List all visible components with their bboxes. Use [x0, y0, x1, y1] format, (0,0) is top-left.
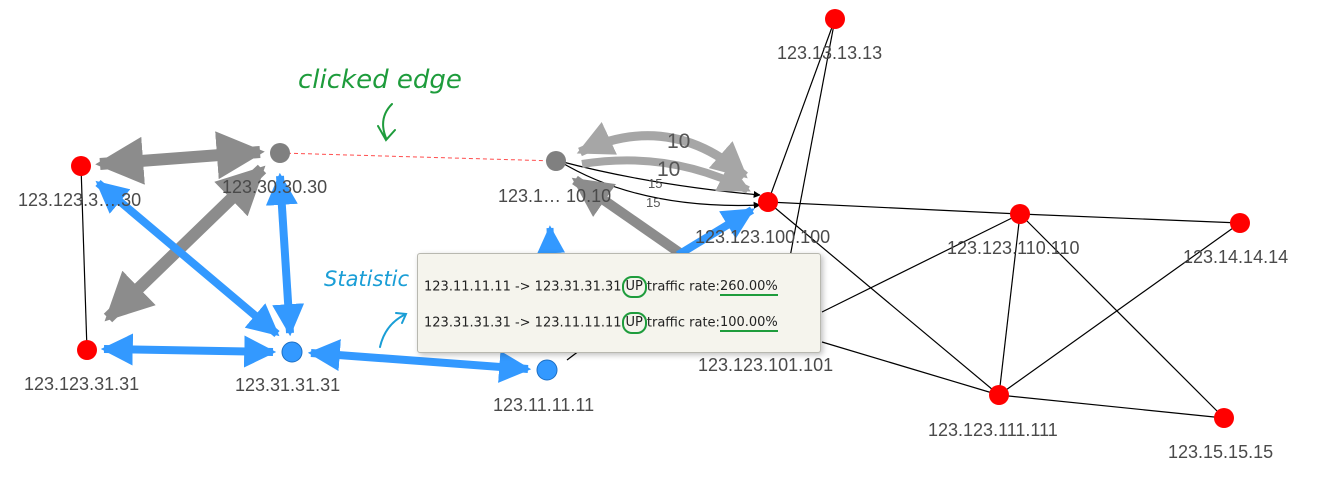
- link[interactable]: [265, 172, 305, 337]
- edge-label: 15: [648, 176, 662, 191]
- blue-links: [95, 172, 755, 383]
- node-label: 123.123.3….30: [18, 190, 141, 210]
- rate-label: traffic rate:: [646, 279, 720, 295]
- link[interactable]: [821, 213, 1021, 313]
- annotation-arrow-icon: [377, 103, 396, 142]
- edge-label: 10: [667, 130, 690, 153]
- node-label: 123.15.15.15: [1168, 442, 1273, 462]
- rate-value: 100.00%: [719, 314, 778, 332]
- link[interactable]: [571, 175, 693, 265]
- link[interactable]: [767, 201, 1000, 396]
- node-123-123-31-31[interactable]: [77, 340, 97, 360]
- statistic-annotation: Statistic: [324, 267, 410, 291]
- rate-label: traffic rate:: [646, 315, 720, 331]
- node-label: 123.123.110.110: [947, 238, 1079, 258]
- node-123-123-100-100[interactable]: [758, 192, 778, 212]
- node-label: 123.123.101.101: [698, 355, 833, 375]
- node-123-123-110-110[interactable]: [1010, 204, 1030, 224]
- edge-label: 10: [657, 158, 680, 181]
- link[interactable]: [998, 222, 1241, 396]
- node-label: 123.123.111.111: [928, 420, 1058, 440]
- link[interactable]: [307, 339, 532, 383]
- thin-links: [80, 18, 1241, 419]
- node-label: 123.14.14.14: [1183, 247, 1288, 267]
- clicked-edge[interactable]: [279, 152, 557, 162]
- link[interactable]: [95, 131, 265, 185]
- node-123-11-11-11[interactable]: [536, 359, 558, 381]
- status-badge: UP: [621, 312, 647, 334]
- link[interactable]: [789, 18, 836, 258]
- link[interactable]: [537, 225, 566, 254]
- node-123-31-31-31[interactable]: [281, 341, 303, 363]
- link[interactable]: [821, 341, 1000, 396]
- clicked-edge-annotation: clicked edge: [298, 65, 462, 95]
- node-labels: 123.123.3….30 123.30.30.30 123.1… 10.10 …: [18, 43, 1288, 462]
- status-badge: UP: [621, 276, 647, 298]
- node-123-30-30-30[interactable]: [270, 143, 290, 163]
- link[interactable]: [1019, 213, 1241, 224]
- link[interactable]: [1019, 213, 1225, 419]
- node-123-123-111-111[interactable]: [989, 385, 1009, 405]
- nodes: [71, 9, 1250, 428]
- node-123-123-30-30[interactable]: [71, 156, 91, 176]
- link-direction: 123.11.11.11 -> 123.31.31.31: [424, 279, 622, 295]
- node-123-10-10-10[interactable]: [546, 151, 566, 171]
- link[interactable]: [675, 206, 755, 259]
- node-123-14-14-14[interactable]: [1230, 213, 1250, 233]
- node-label: 123.30.30.30: [222, 177, 327, 197]
- node-label: 123.123.100.100: [695, 227, 830, 247]
- link[interactable]: [998, 213, 1021, 396]
- link[interactable]: [95, 179, 280, 338]
- node-label: 123.13.13.13: [777, 43, 882, 63]
- node-123-15-15-15[interactable]: [1214, 408, 1234, 428]
- annotation-arrow-icon: [379, 312, 408, 348]
- node-123-13-13-13[interactable]: [825, 9, 845, 29]
- edge-label: 15: [646, 195, 660, 210]
- link[interactable]: [100, 333, 277, 368]
- rate-value: 260.00%: [719, 278, 778, 296]
- link[interactable]: [581, 156, 751, 194]
- link[interactable]: [998, 394, 1225, 419]
- node-label: 123.31.31.31: [235, 375, 340, 395]
- annotations: clicked edge Statistic: [298, 65, 462, 348]
- link-direction: 123.31.31.31 -> 123.11.11.11: [424, 315, 622, 331]
- link[interactable]: [80, 165, 88, 351]
- node-label: 123.123.31.31: [24, 374, 139, 394]
- link[interactable]: [576, 121, 748, 180]
- node-label: 123.11.11.11: [493, 395, 594, 415]
- edge-labels: 10 10 15 15: [646, 130, 690, 210]
- node-label: 123.1… 10.10: [498, 186, 611, 206]
- link[interactable]: [767, 201, 1021, 215]
- link[interactable]: [767, 18, 836, 203]
